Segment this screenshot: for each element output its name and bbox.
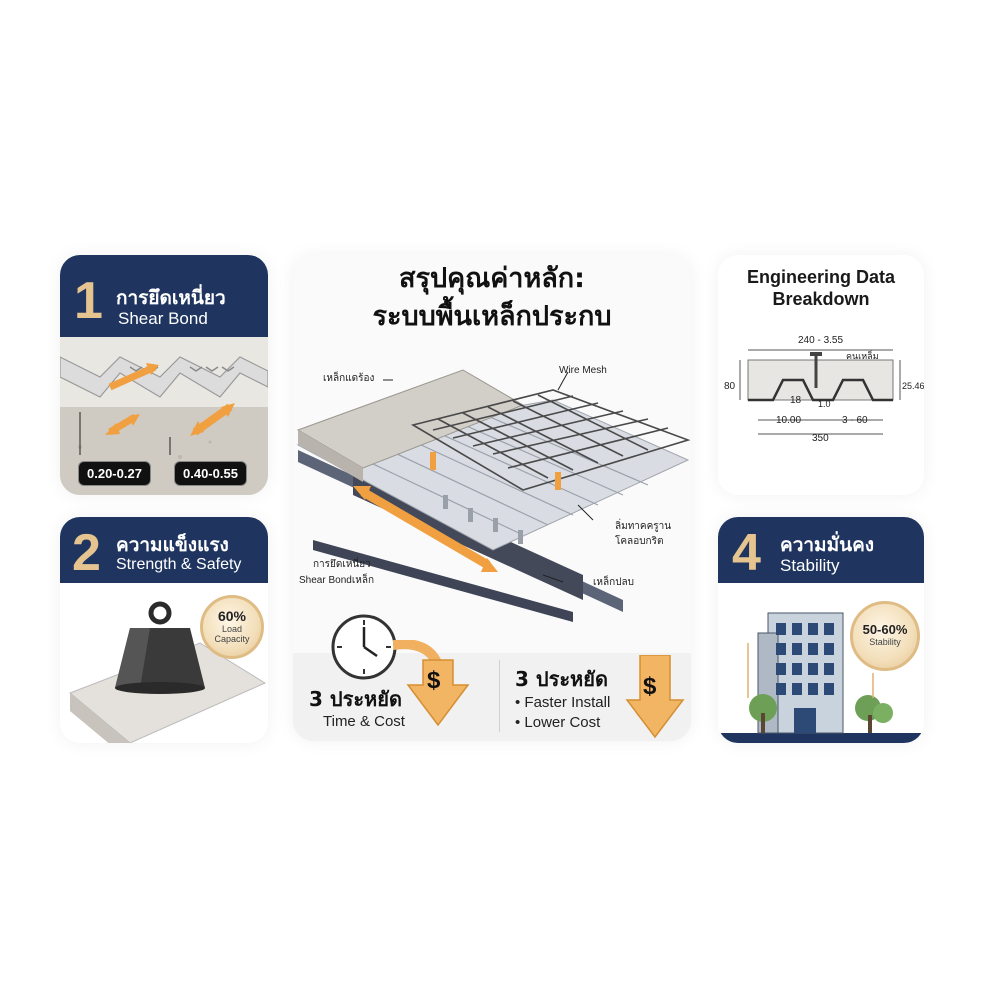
dollar-down-arrow-icon	[393, 640, 470, 727]
engineering-title-line1: Engineering Data	[746, 267, 896, 287]
engineering-title-line2: Breakdown	[772, 289, 870, 309]
tree-icon	[855, 695, 893, 733]
card-number: 1	[74, 272, 103, 330]
dim-note: คนเหล็ม	[846, 351, 879, 361]
thickness-range-b: 0.40-0.55	[174, 461, 247, 486]
card-title-th: ความมั่นคง	[780, 534, 875, 556]
label-shear-stud-line1: ลิ่มทาคครูาน	[615, 521, 672, 532]
dim-bottom-right: 3 - 60	[842, 415, 868, 426]
clock-icon	[331, 614, 397, 680]
badge-value: 50-60%	[862, 622, 908, 637]
engineering-data-card: Engineering Data Breakdown 240 - 3.55 คน…	[718, 255, 924, 495]
label-shear-stud-line2: โคลอบกริต	[615, 536, 664, 547]
saving2-title: 3 ประหยัด	[515, 667, 608, 691]
dollar-sign-2: $	[643, 673, 657, 700]
strength-illustration	[69, 601, 267, 743]
saving2-bullet2: • Lower Cost	[515, 714, 601, 731]
savings-divider	[499, 660, 500, 732]
card-number: 2	[72, 524, 101, 582]
label-wire-mesh: Wire Mesh	[559, 365, 607, 376]
saving1-title: 3 ประหยัด	[309, 687, 402, 711]
card-title-th: ความแข็งแรง	[116, 534, 229, 556]
dim-top: 240 - 3.55	[798, 335, 844, 346]
label-shear-bond-line1: การยึดเหนี่ยว	[313, 559, 371, 570]
saving2-bullet1: • Faster Install	[515, 694, 611, 711]
dumbbell-weight-icon	[115, 601, 205, 694]
dollar-down-arrow-icon-2	[625, 655, 685, 739]
dim-inner-a: 18	[790, 395, 802, 406]
label-steel-deck: เหล็กแดร้อง	[323, 373, 375, 384]
card-title-en: Stability	[780, 556, 840, 575]
building-icon	[757, 612, 844, 734]
card-shear-bond-header	[60, 255, 268, 337]
main-title-line2: ระบบพื้นเหล็กประกบ	[372, 301, 612, 332]
card-shear-bond: 1 การยึดเหนี่ยว Shear Bond 0.20-0.27 0.4…	[60, 255, 268, 495]
badge-label-line2: Capacity	[214, 634, 250, 644]
saving1-subtitle: Time & Cost	[323, 713, 405, 730]
label-shear-bond-line2: Shear Bondเหล็ก	[299, 575, 375, 586]
stability-badge: 50-60% Stability	[850, 601, 920, 671]
thickness-range-a: 0.20-0.27	[78, 461, 151, 486]
stability-illustration	[718, 612, 924, 743]
card-title-en: Shear Bond	[118, 309, 208, 328]
card-stability: 4 ความมั่นคง Stability 50-60% Stability	[718, 517, 924, 743]
beam-shear-arrow-icon	[353, 486, 498, 572]
dim-left: 80	[724, 381, 736, 392]
badge-label: Stability	[869, 637, 901, 647]
steel-deck-floor-illustration	[296, 369, 691, 622]
card-title-en: Strength & Safety	[116, 556, 242, 573]
dim-bottom-left: 10.00	[776, 415, 802, 426]
dim-total: 350	[812, 433, 829, 444]
deck-profile-drawing	[739, 349, 901, 435]
card-strength-header	[60, 517, 268, 583]
card-strength: 2 ความแข็งแรง Strength & Safety 60% Load…	[60, 517, 268, 743]
badge-label-line1: Load	[221, 624, 243, 634]
dim-inner-b: 1.0	[818, 399, 831, 409]
dim-right: 25.46	[902, 381, 924, 391]
dollar-sign: $	[427, 667, 441, 694]
card-title-th: การยึดเหนี่ยว	[116, 287, 226, 309]
card-stability-header	[718, 517, 924, 583]
main-title-line1: สรุปคุณค่าหลัก:	[399, 263, 585, 294]
main-summary-panel: สรุปคุณค่าหลัก: ระบบพื้นเหล็กประกบ	[293, 255, 691, 741]
card-number: 4	[732, 524, 761, 582]
load-capacity-badge: 60% Load Capacity	[200, 595, 264, 659]
badge-value: 60%	[217, 608, 247, 624]
label-steel-beam: เหล็กปลบ	[593, 577, 635, 588]
tree-icon	[749, 694, 777, 733]
shear-arrow-icon	[105, 363, 235, 436]
